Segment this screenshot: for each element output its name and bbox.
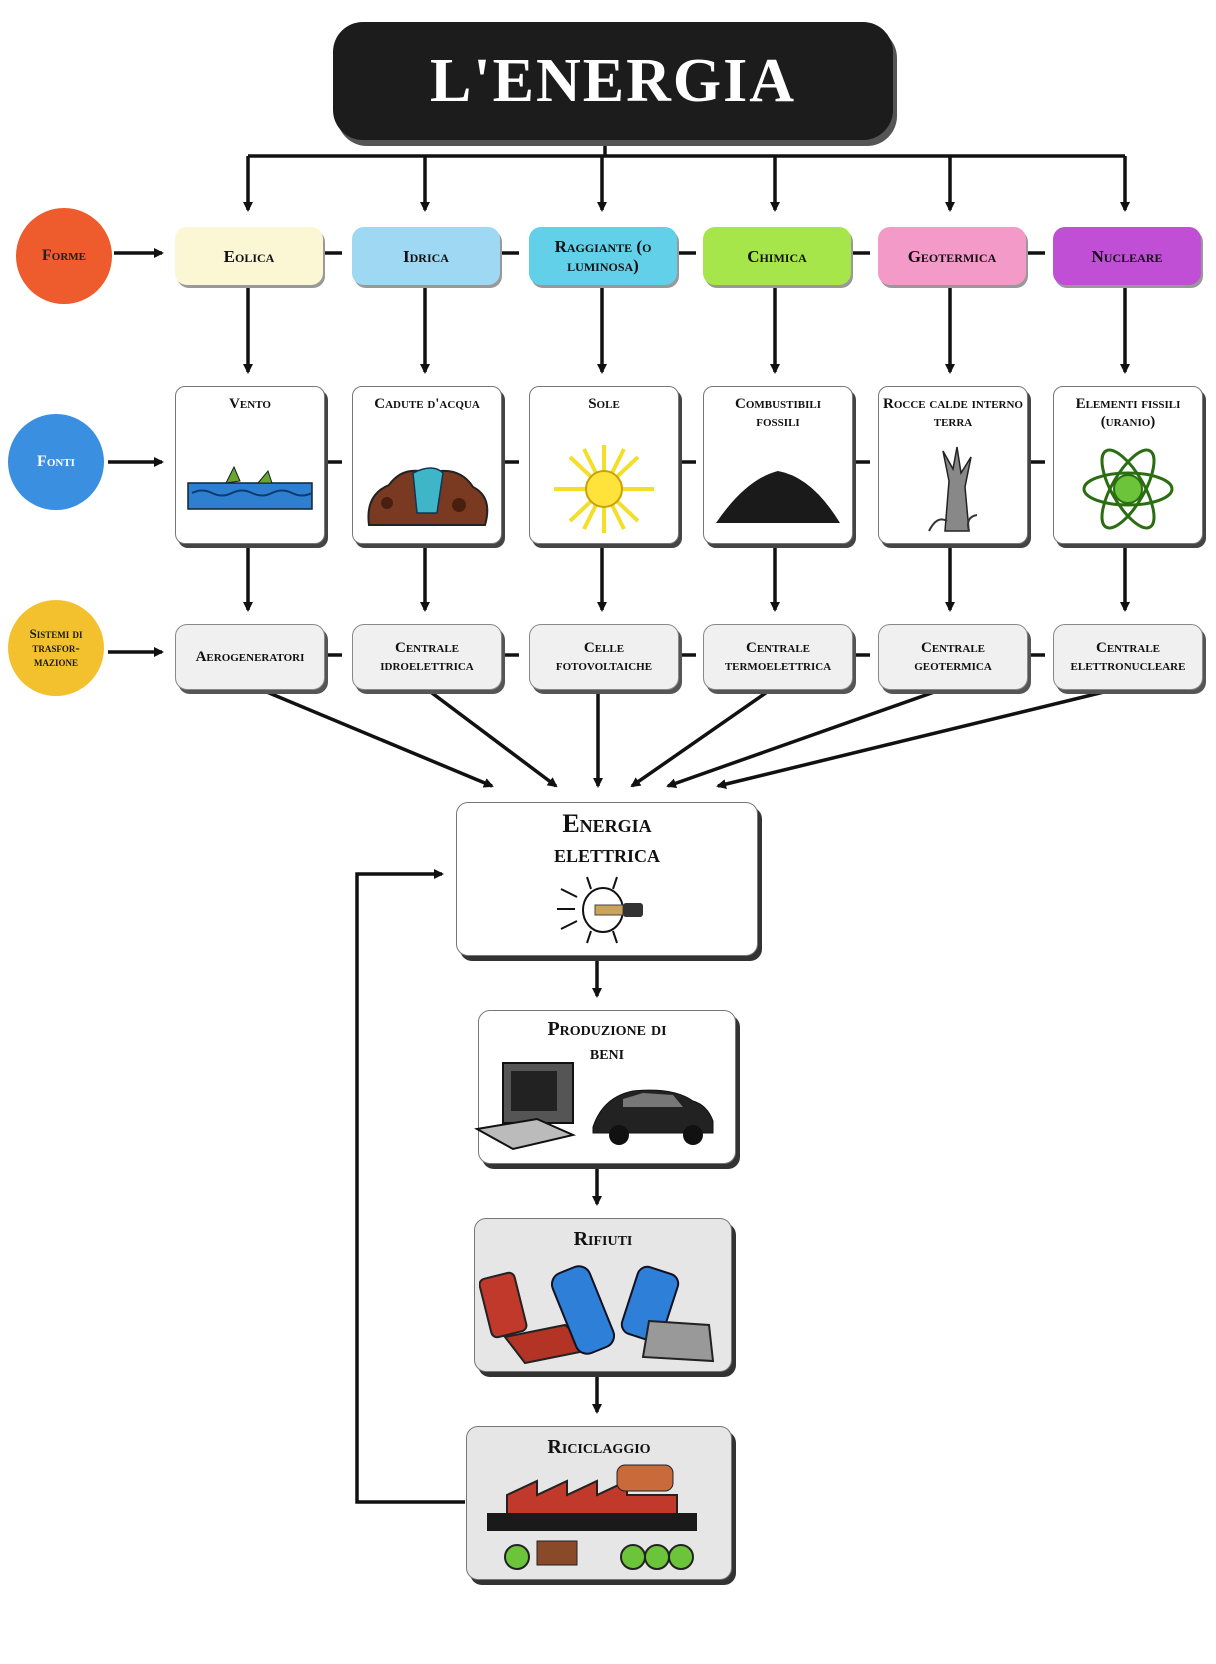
sun-icon [554, 445, 654, 533]
forma-label: Idrica [403, 246, 449, 266]
geyser-icon [928, 446, 978, 532]
sistema-centrale-idroelettrica: Centrale idroelettrica [352, 624, 502, 690]
forma-label: Chimica [747, 246, 807, 266]
fonte-vento: Vento [175, 386, 325, 544]
row-label-sistemi: Sistemi di trasfor-mazione [8, 600, 104, 696]
sistema-aerogeneratori: Aerogeneratori [175, 624, 325, 690]
energia-elettrica-box: Energia elettrica [456, 802, 758, 956]
fonte-elementi-fissili: Elementi fissili (uranio) [1053, 386, 1203, 544]
rifiuti-label: Rifiuti [573, 1228, 633, 1250]
sistema-centrale-elettronucleare: Centrale elettronucleare [1053, 624, 1203, 690]
forma-raggiante: Raggiante (o luminosa) [529, 227, 677, 285]
sistema-label: Aerogeneratori [195, 649, 305, 665]
produzione-beni-box: Produzione di beni [474, 1010, 736, 1164]
riciclaggio-box: Riciclaggio [466, 1426, 732, 1580]
wind-sea-icon [187, 465, 313, 510]
fonte-cadute-acqua: Cadute d'acqua [352, 386, 502, 544]
forma-geotermica: Geotermica [878, 227, 1026, 285]
recycling-plant-icon [487, 1464, 697, 1570]
forma-chimica: Chimica [703, 227, 851, 285]
row-label-forme-text: Forme [42, 247, 86, 264]
forma-nucleare: Nucleare [1053, 227, 1201, 285]
forma-label: Raggiante (o luminosa) [554, 237, 652, 275]
diagram-title: L'ENERGIA [333, 22, 893, 140]
rifiuti-box: Rifiuti [474, 1218, 732, 1372]
fonte-label: Rocce calde interno terra [883, 396, 1023, 430]
fonte-label: Elementi fissili (uranio) [1075, 396, 1181, 430]
fonte-sole: Sole [529, 386, 679, 544]
fonte-label: Vento [229, 396, 271, 412]
row-label-forme: Forme [16, 208, 112, 304]
sistema-centrale-termoelettrica: Centrale termoelettrica [703, 624, 853, 690]
waterfall-icon [367, 467, 489, 526]
coal-pile-icon [716, 471, 840, 523]
light-bulb-icon [557, 876, 643, 944]
sistema-label: Centrale elettronucleare [1070, 640, 1186, 674]
title-text: L'ENERGIA [430, 46, 796, 115]
forma-label: Nucleare [1091, 246, 1163, 266]
sistema-label: Centrale idroelettrica [380, 640, 474, 674]
riciclaggio-label: Riciclaggio [547, 1436, 651, 1458]
sistema-label: Centrale geotermica [914, 640, 992, 674]
computer-and-car-icon [474, 1062, 714, 1151]
fonte-rocce-calde: Rocce calde interno terra [878, 386, 1028, 544]
fonte-label: Cadute d'acqua [374, 396, 480, 412]
fonte-label: Combustibili fossili [734, 396, 822, 430]
forma-label: Eolica [223, 246, 275, 266]
forma-label: Geotermica [907, 246, 997, 266]
fonte-combustibili-fossili: Combustibili fossili [703, 386, 853, 544]
atom-icon [1082, 448, 1174, 530]
forma-eolica: Eolica [175, 227, 323, 285]
row-label-sistemi-text: Sistemi di trasfor-mazione [29, 626, 83, 669]
sistema-label: Centrale termoelettrica [724, 640, 832, 674]
fonte-label: Sole [588, 396, 620, 412]
energia-elettrica-label: Energia elettrica [553, 809, 661, 868]
forma-idrica: Idrica [352, 227, 500, 285]
row-label-fonti: Fonti [8, 414, 104, 510]
produzione-beni-label: Produzione di beni [547, 1018, 667, 1064]
sistema-celle-fotovoltaiche: Celle fotovoltaiche [529, 624, 679, 690]
waste-icon [479, 1265, 715, 1365]
row-label-fonti-text: Fonti [37, 453, 75, 470]
sistema-label: Celle fotovoltaiche [555, 640, 653, 674]
sistema-centrale-geotermica: Centrale geotermica [878, 624, 1028, 690]
